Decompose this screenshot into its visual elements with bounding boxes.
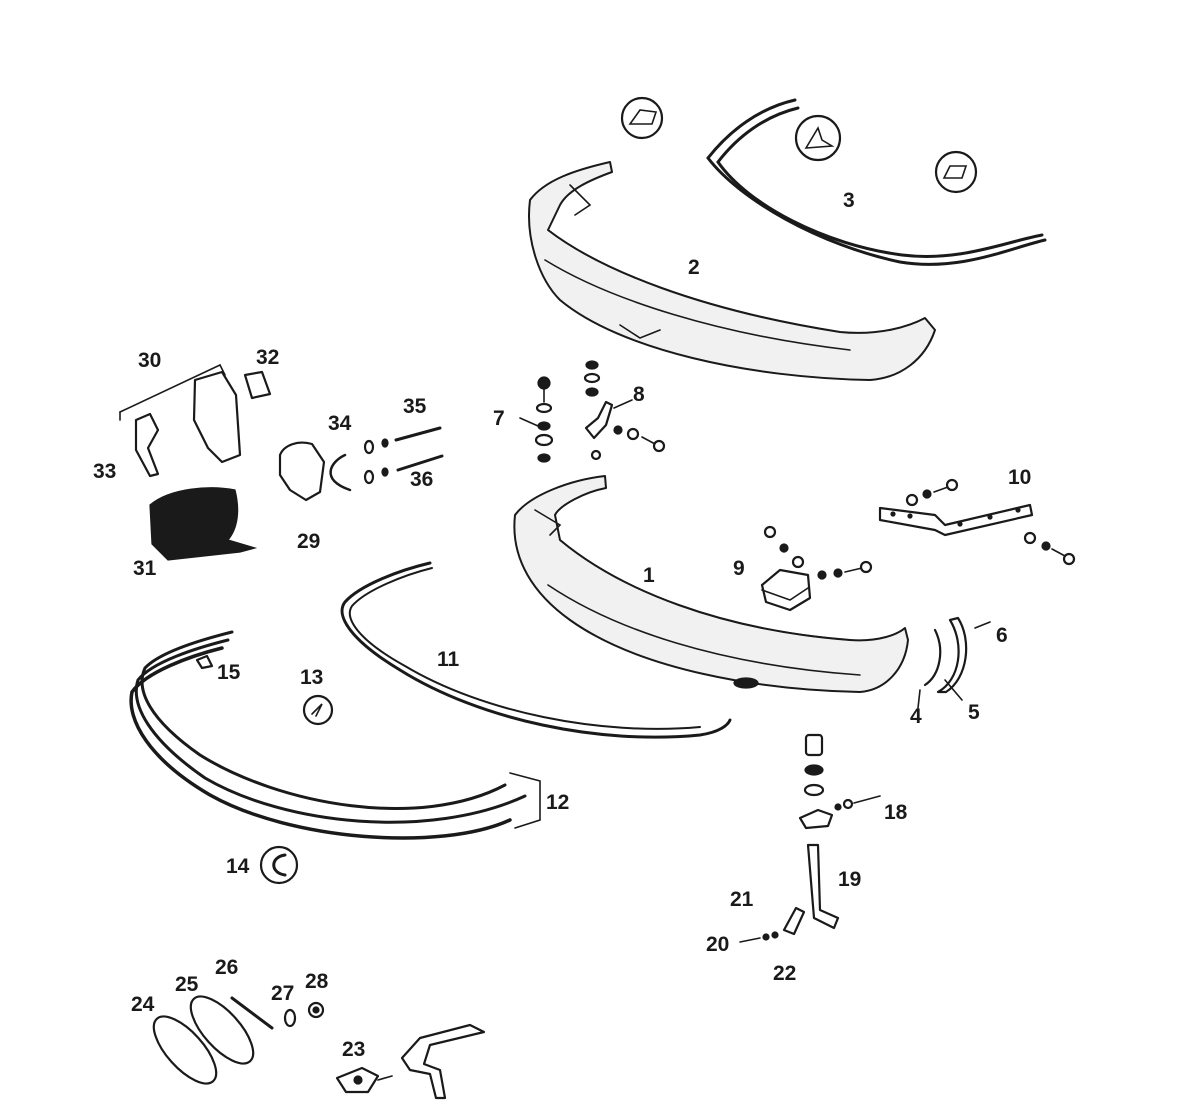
part-12-trim-set (129, 630, 541, 840)
part-14-badge (259, 845, 299, 885)
callout-3: 3 (843, 189, 855, 212)
callout-1: 1 (643, 564, 655, 587)
callout-6: 6 (996, 624, 1008, 647)
callout-18: 18 (884, 801, 908, 824)
callout-23: 23 (342, 1038, 366, 1061)
callout-11: 11 (437, 648, 460, 671)
callout-8: 8 (633, 383, 645, 406)
callout-4: 4 (910, 705, 922, 728)
callout-12: 12 (546, 791, 570, 814)
callout-35: 35 (403, 395, 427, 418)
part-29-36-corner-guard-set (119, 364, 444, 561)
callout-25: 25 (175, 973, 199, 996)
callout-36: 36 (410, 468, 434, 491)
callout-26: 26 (215, 956, 239, 979)
part-24-28-lamp-assembly (152, 995, 325, 1085)
part-11-trim-strip (340, 561, 732, 739)
part-19-hose (806, 843, 840, 930)
part-2-rear-bumper (528, 161, 936, 381)
callout-19: 19 (838, 868, 862, 891)
part-8-bracket (583, 360, 666, 461)
callout-2: 2 (688, 256, 700, 279)
callout-31: 31 (133, 557, 157, 580)
callout-33: 33 (93, 460, 117, 483)
part-7-fastener-stack (534, 376, 554, 463)
part-9-mounting-bracket (760, 525, 873, 612)
callout-14: 14 (226, 855, 250, 878)
part-3-trim-strip (706, 98, 1047, 266)
callout-20: 20 (706, 933, 730, 956)
callout-32: 32 (256, 346, 280, 369)
part-1-front-bumper (513, 475, 909, 693)
part-18-buffer-stack (798, 733, 881, 830)
callout-29: 29 (297, 530, 321, 553)
callout-13: 13 (300, 666, 324, 689)
callout-10: 10 (1008, 466, 1032, 489)
part-13-badge (302, 694, 334, 726)
part-23-lamp-bracket (335, 1023, 486, 1100)
part-20-22-fasteners (739, 906, 806, 943)
callout-22: 22 (773, 962, 797, 985)
emblem-badges (620, 96, 978, 194)
callout-34: 34 (328, 412, 352, 435)
callout-21: 21 (730, 888, 754, 911)
callout-9: 9 (733, 557, 745, 580)
callout-7: 7 (493, 407, 505, 430)
part-4-5-end-pieces (917, 616, 991, 709)
callout-15: 15 (217, 661, 241, 684)
part-15-clip (195, 654, 214, 670)
part-10-bumper-bracket (878, 478, 1076, 566)
leader-lines (519, 399, 633, 427)
callout-27: 27 (271, 982, 295, 1005)
callout-5: 5 (968, 701, 980, 724)
callout-24: 24 (131, 993, 155, 1016)
callout-30: 30 (138, 349, 162, 372)
callout-28: 28 (305, 970, 329, 993)
